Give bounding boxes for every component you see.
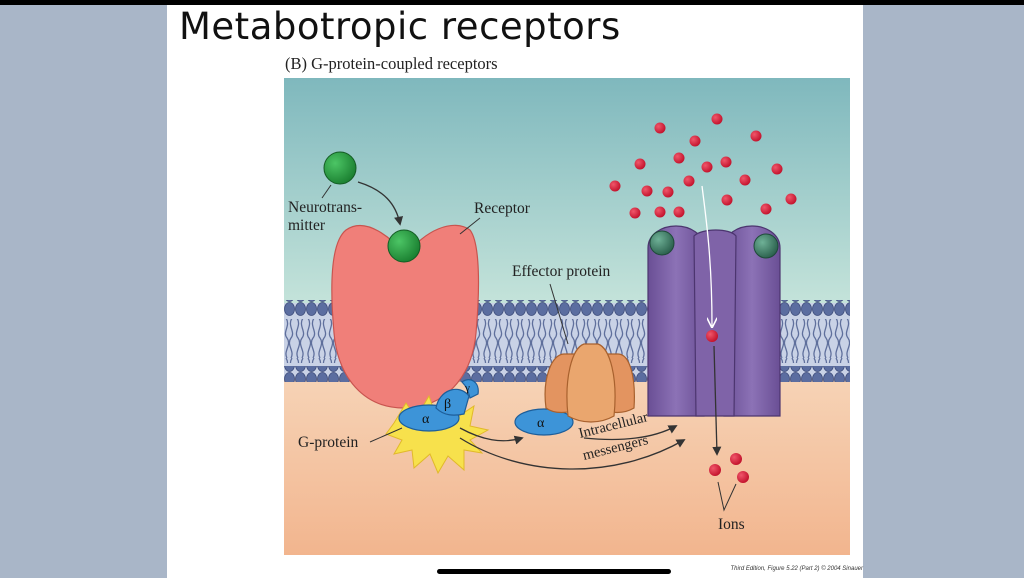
alpha-label: α bbox=[422, 412, 430, 427]
ions-pointer bbox=[717, 481, 737, 512]
intracellular-ions bbox=[709, 453, 749, 483]
top-black-bar bbox=[0, 0, 1024, 5]
channel-binding-site-left bbox=[649, 230, 675, 256]
figure-subtitle: (B) G-protein-coupled receptors bbox=[285, 54, 498, 73]
g-protein-pointer bbox=[369, 427, 403, 443]
ion-channel bbox=[647, 225, 781, 417]
channel-binding-site-right bbox=[753, 233, 779, 259]
g-protein-beta-subunit bbox=[435, 388, 470, 416]
receptor-label: Receptor bbox=[474, 200, 531, 217]
messenger-arrow-lower bbox=[459, 437, 686, 470]
free-alpha-subunit bbox=[514, 408, 574, 436]
neurotransmitter-label-line2: mitter bbox=[288, 217, 326, 234]
ion-cluster bbox=[609, 113, 797, 219]
binding-arrow bbox=[357, 181, 404, 226]
gpcr-figure: α β γ α bbox=[284, 78, 850, 555]
effector-pointer bbox=[549, 283, 569, 345]
gpcr-diagram-svg: α β γ α bbox=[284, 78, 850, 555]
bound-neurotransmitter bbox=[387, 229, 421, 263]
neurotransmitter-pointer bbox=[321, 184, 332, 199]
slide-title: Metabotropic receptors bbox=[179, 5, 621, 48]
receptor-pointer bbox=[459, 217, 481, 235]
home-indicator-bar[interactable] bbox=[437, 569, 671, 574]
ion-entry-arrow bbox=[701, 185, 712, 326]
messenger-arrow-upper bbox=[583, 425, 678, 441]
slide: Metabotropic receptors (B) G-protein-cou… bbox=[167, 5, 863, 578]
neurotransmitter-label-line1: Neurotrans- bbox=[288, 199, 362, 216]
ion-exit-arrow bbox=[712, 345, 722, 456]
figure-caption: Third Edition, Figure 5.22 (Part 2) © 20… bbox=[730, 566, 864, 572]
neurotransmitter-molecule bbox=[323, 151, 357, 185]
beta-label: β bbox=[444, 397, 451, 412]
effector-protein-label: Effector protein bbox=[512, 263, 611, 280]
alpha-migration-arrow bbox=[459, 427, 524, 445]
g-protein-label: G-protein bbox=[298, 434, 359, 451]
gamma-label: γ bbox=[464, 382, 470, 394]
g-protein-gamma-subunit bbox=[461, 379, 479, 399]
ion-in-channel bbox=[706, 330, 718, 342]
free-alpha-label: α bbox=[537, 416, 545, 431]
ions-label: Ions bbox=[718, 516, 745, 533]
g-protein-complex: α β γ bbox=[398, 379, 479, 432]
effector-protein bbox=[544, 343, 635, 423]
